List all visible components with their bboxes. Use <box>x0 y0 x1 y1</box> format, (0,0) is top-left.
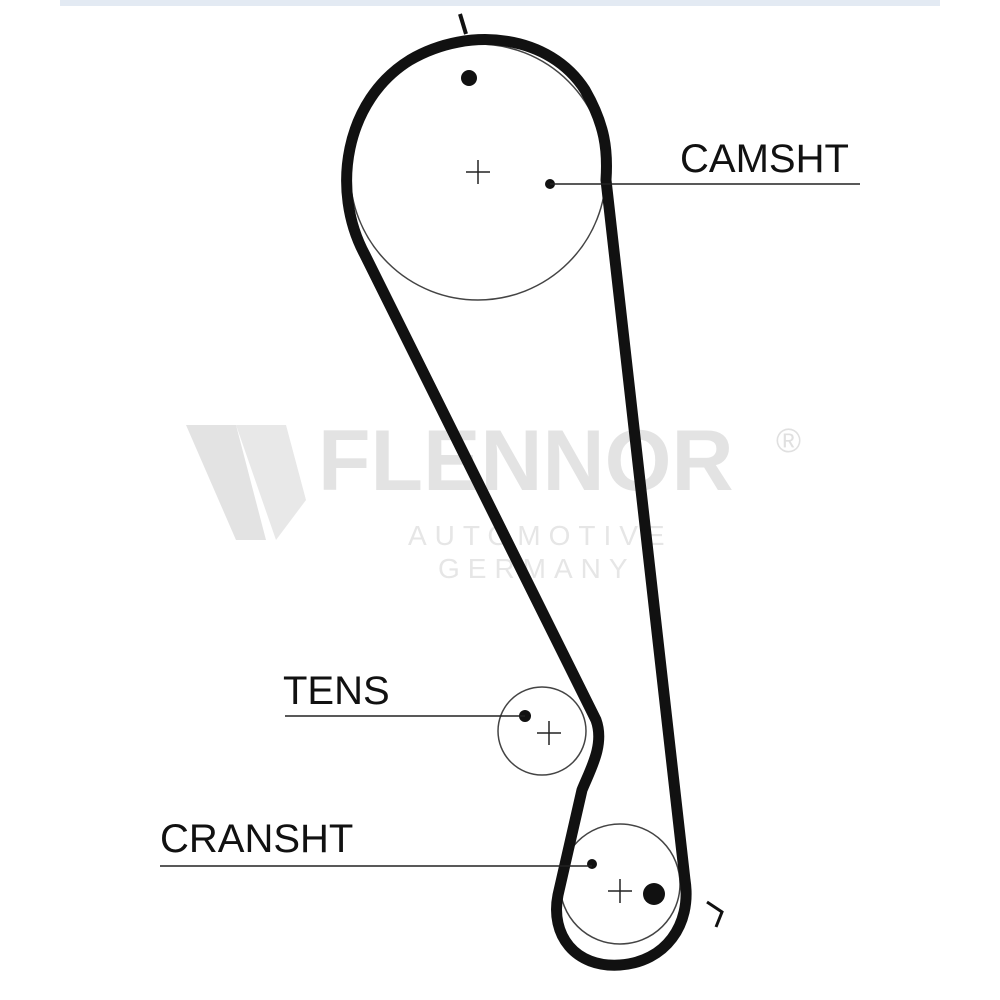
timing-belt <box>341 34 692 971</box>
tensioner-center-mark <box>537 721 561 745</box>
watermark-line-automotive: AUTOMOTIVE <box>408 520 673 551</box>
brand-watermark: FLENNOR ® AUTOMOTIVE GERMANY <box>186 413 801 584</box>
watermark-logo-stroke-1 <box>186 425 266 540</box>
camshaft-timing-tick <box>458 13 468 35</box>
watermark-logo-stroke-2 <box>236 425 306 540</box>
tensioner-label: TENS <box>283 669 390 713</box>
crankshaft-label: CRANSHT <box>160 817 353 861</box>
camshaft-timing-dot <box>461 70 477 86</box>
camshaft-center-mark <box>466 160 490 184</box>
crankshaft-timing-dot <box>643 883 665 905</box>
watermark-registered-mark: ® <box>776 422 801 460</box>
crankshaft-leader-dot <box>587 859 597 869</box>
watermark-brand: FLENNOR <box>318 413 734 509</box>
camshaft-label: CAMSHT <box>680 137 849 181</box>
tensioner-pulley-outline <box>497 686 587 776</box>
watermark-line-germany: GERMANY <box>438 553 636 584</box>
top-border-strip <box>60 0 940 6</box>
crankshaft-center-mark <box>608 879 632 903</box>
crankshaft-timing-arrow <box>706 900 724 928</box>
